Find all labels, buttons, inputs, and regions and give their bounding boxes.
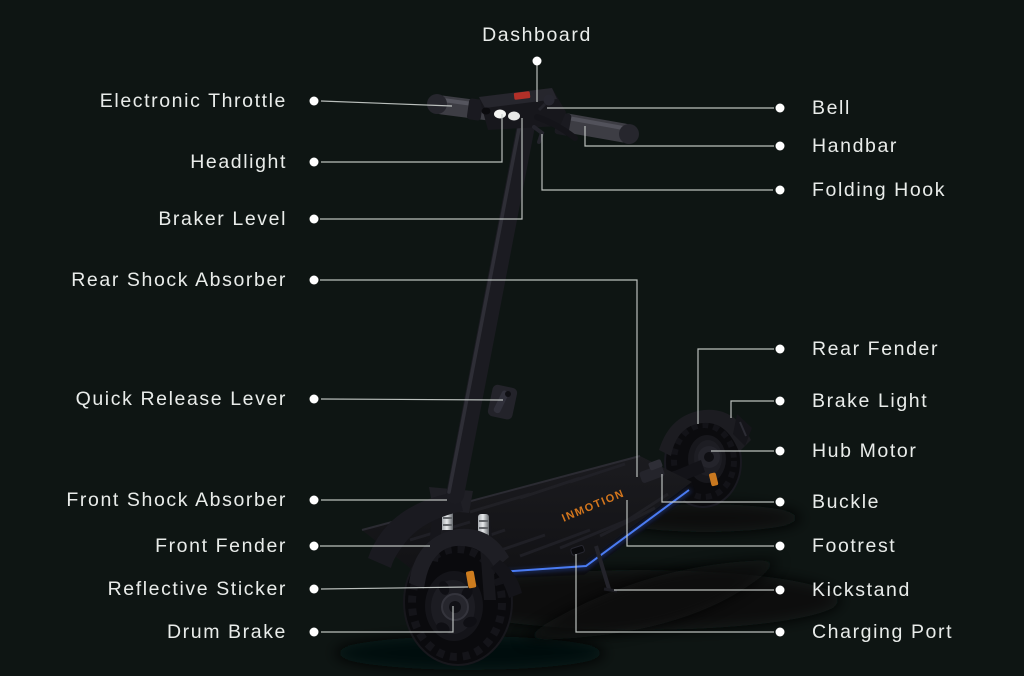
bell xyxy=(537,94,555,112)
rear-fender xyxy=(659,409,752,456)
callout-label-hub-motor: Hub Motor xyxy=(812,440,918,462)
callout-label-quick-release-lever: Quick Release Lever xyxy=(75,388,287,410)
buckle xyxy=(639,459,665,483)
rear-reflective-sticker xyxy=(709,472,719,487)
headlight-led xyxy=(494,109,506,119)
dot-folding-hook xyxy=(775,185,785,195)
dot-front-fender xyxy=(309,541,319,551)
line-drum-brake xyxy=(321,606,454,633)
callout-label-electronic-throttle: Electronic Throttle xyxy=(99,90,287,112)
dot-drum-brake xyxy=(309,627,319,637)
line-reflective-sticker xyxy=(320,586,469,590)
callout-label-rear-shock-absorber: Rear Shock Absorber xyxy=(71,269,287,291)
callout-label-braker-level: Braker Level xyxy=(158,208,287,230)
dot-footrest xyxy=(775,541,785,551)
handlebar xyxy=(427,88,639,144)
stem xyxy=(446,101,538,504)
charging-port xyxy=(570,545,585,556)
line-rear-fender xyxy=(697,348,774,424)
callout-label-rear-fender: Rear Fender xyxy=(812,338,940,360)
quick-release-lever xyxy=(487,384,518,420)
dot-handbar xyxy=(775,141,785,151)
callout-label-bell: Bell xyxy=(812,97,851,119)
callout-label-reflective-sticker: Reflective Sticker xyxy=(107,578,287,600)
brake-lever xyxy=(534,114,578,141)
dot-braker-level xyxy=(309,214,319,224)
callout-label-front-fender: Front Fender xyxy=(155,535,287,557)
line-charging-port xyxy=(575,554,774,633)
line-braker-level xyxy=(320,118,523,220)
callout-label-folding-hook: Folding Hook xyxy=(812,179,947,201)
line-rear-shock-absorber xyxy=(320,279,638,477)
line-buckle xyxy=(661,474,774,503)
line-electronic-throttle xyxy=(320,100,453,107)
dot-front-shock-absorber xyxy=(309,495,319,505)
right-grip xyxy=(554,112,639,144)
dot-bell xyxy=(775,103,785,113)
dot-charging-port xyxy=(775,627,785,637)
dot-dashboard xyxy=(532,56,542,66)
callout-label-footrest: Footrest xyxy=(812,535,897,557)
front-reflective-sticker xyxy=(465,570,477,589)
callout-label-kickstand: Kickstand xyxy=(812,579,911,601)
callout-dots xyxy=(309,56,785,637)
neck xyxy=(368,491,463,568)
callout-label-headlight: Headlight xyxy=(190,151,287,173)
line-headlight xyxy=(321,114,503,163)
dot-rear-fender xyxy=(775,344,785,354)
line-quick-release-lever xyxy=(320,398,504,401)
callout-label-front-shock-absorber: Front Shock Absorber xyxy=(66,489,287,511)
line-brake-light xyxy=(730,400,774,418)
callout-label-dashboard: Dashboard xyxy=(482,24,592,46)
ground-shadows xyxy=(335,504,840,670)
callout-label-charging-port: Charging Port xyxy=(812,621,954,643)
callout-label-brake-light: Brake Light xyxy=(812,390,929,412)
kickstand xyxy=(594,545,618,593)
dot-kickstand xyxy=(775,585,785,595)
front-fender xyxy=(409,528,522,598)
dot-reflective-sticker xyxy=(309,584,319,594)
folding-hook xyxy=(532,125,545,144)
dot-rear-shock-absorber xyxy=(309,275,319,285)
dashboard-logo xyxy=(513,91,531,100)
callout-label-buckle: Buckle xyxy=(812,491,881,513)
callout-label-handbar: Handbar xyxy=(812,135,899,157)
callout-lines xyxy=(320,61,774,633)
callout-label-drum-brake: Drum Brake xyxy=(166,621,287,643)
dot-hub-motor xyxy=(775,446,785,456)
dot-quick-release-lever xyxy=(309,394,319,404)
dot-brake-light xyxy=(775,396,785,406)
dot-electronic-throttle xyxy=(309,96,319,106)
dot-buckle xyxy=(775,497,785,507)
headlight-led xyxy=(508,111,520,121)
line-folding-hook xyxy=(541,134,773,191)
line-handbar xyxy=(584,126,774,147)
line-footrest xyxy=(626,500,774,547)
dot-headlight xyxy=(309,157,319,167)
